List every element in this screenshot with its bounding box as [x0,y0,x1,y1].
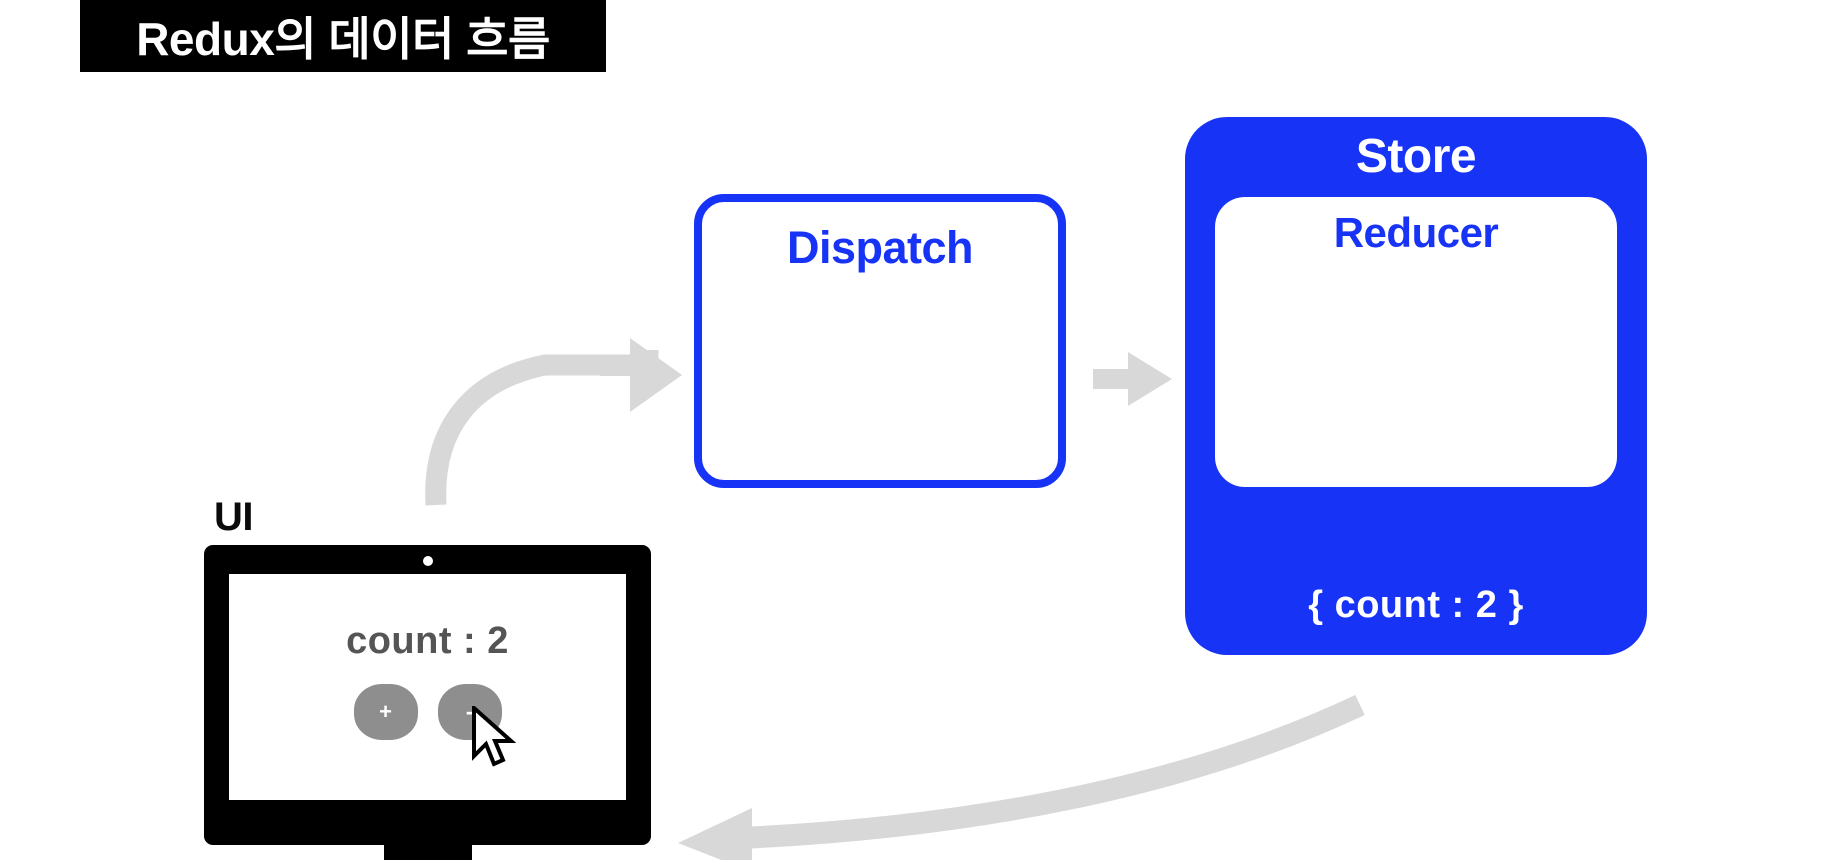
arrow-ui-to-dispatch [425,338,682,506]
page-title: Redux의 데이터 흐름 [136,13,550,65]
arrow-cursor-icon [472,706,516,767]
store-state-value: { count : 2 } [1308,584,1524,626]
monitor-stand [383,841,472,860]
counter-buttons: + - [229,684,626,740]
store-label: Store [1355,130,1477,183]
arrow-store-to-ui [678,695,1365,860]
webcam-icon [422,556,433,566]
ui-label: UI [214,495,254,539]
arrow-dispatch-to-store [1093,352,1172,406]
reducer-box: Reducer [1215,197,1617,487]
dispatch-box: Dispatch [694,194,1066,488]
monitor: count : 2 + - [204,545,651,860]
dispatch-label: Dispatch [786,222,974,273]
monitor-screen: count : 2 + - [229,574,626,800]
increment-button[interactable]: + [353,684,418,740]
store-box: Store Reducer { count : 2 } [1185,117,1647,655]
count-display: count : 2 [346,620,509,662]
title-banner: Redux의 데이터 흐름 [80,0,606,72]
reducer-label: Reducer [1333,209,1499,256]
